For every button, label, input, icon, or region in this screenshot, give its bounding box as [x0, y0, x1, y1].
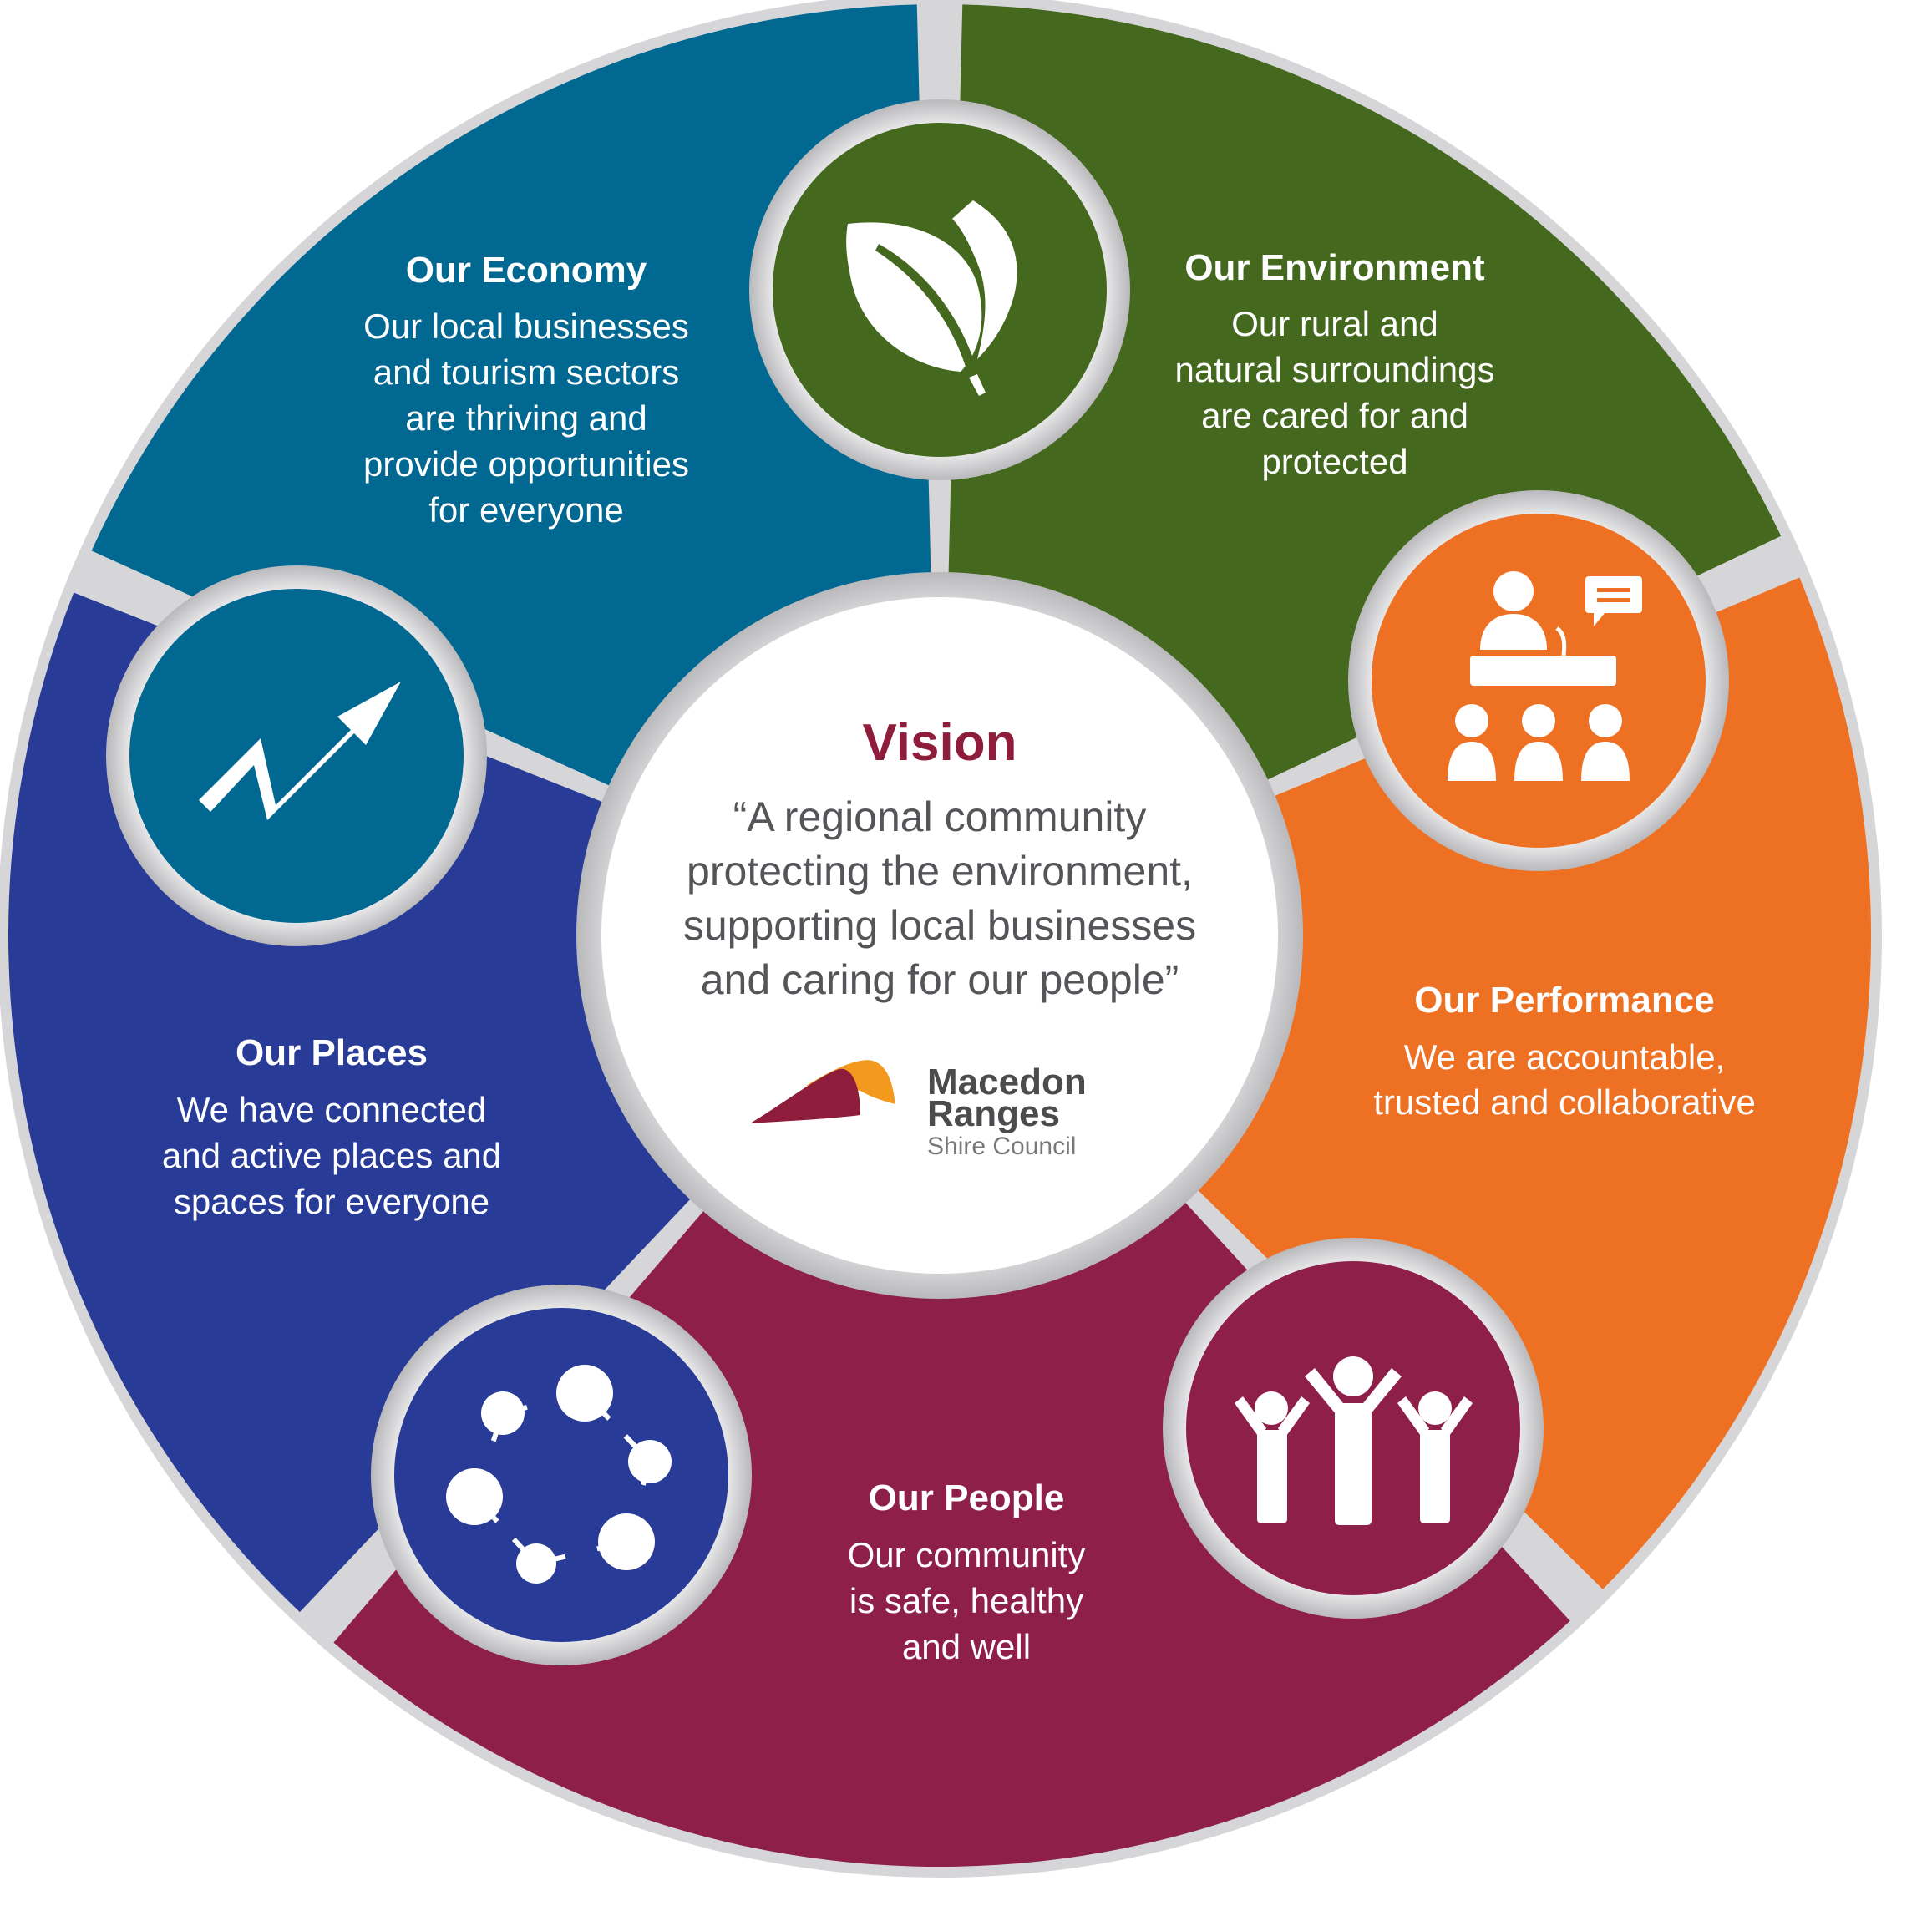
- logo-mountain-dark: [750, 1068, 860, 1123]
- places-title: Our Places: [236, 1032, 428, 1073]
- places-line-2: and active places and: [162, 1136, 501, 1175]
- leaf-badge: [749, 99, 1130, 480]
- network-badge-disc: [394, 1308, 728, 1642]
- growth-badge-disc: [129, 589, 464, 923]
- presenter-audience-icon: [1448, 571, 1642, 781]
- council-logo: Macedon Ranges Shire Council: [750, 1060, 1087, 1160]
- performance-title: Our Performance: [1414, 980, 1714, 1021]
- environment-line-1: Our rural and: [1231, 304, 1438, 343]
- people-line-3: and well: [902, 1627, 1031, 1666]
- presenter-badge: [1348, 490, 1729, 871]
- places-line-1: We have connected: [177, 1090, 486, 1129]
- economy-line-4: provide opportunities: [363, 444, 689, 484]
- vision-line-1: “A regional community: [733, 793, 1147, 840]
- economy-title: Our Economy: [406, 250, 647, 291]
- vision-line-3: supporting local businesses: [683, 902, 1196, 949]
- network-badge: [371, 1285, 752, 1665]
- logo-line-1: Macedon: [927, 1062, 1087, 1102]
- vision-line-2: protecting the environment,: [687, 848, 1193, 895]
- performance-text: Our Performance We are accountable, trus…: [1373, 980, 1756, 1122]
- people-badge: [1163, 1238, 1544, 1619]
- performance-line-2: trusted and collaborative: [1373, 1082, 1756, 1122]
- growth-arrow-icon: [199, 682, 401, 820]
- logo-line-2: Ranges: [927, 1093, 1060, 1134]
- economy-line-2: and tourism sectors: [373, 352, 679, 392]
- economy-text: Our Economy Our local businesses and tou…: [363, 250, 689, 530]
- people-text: Our People Our community is safe, health…: [848, 1477, 1086, 1666]
- economy-line-1: Our local businesses: [363, 307, 689, 346]
- environment-title: Our Environment: [1184, 247, 1485, 288]
- logo-line-3: Shire Council: [927, 1133, 1076, 1160]
- network-nodes-icon: [446, 1365, 672, 1584]
- environment-line-4: protected: [1261, 442, 1407, 481]
- leaf-icon: [846, 200, 1017, 396]
- places-line-3: spaces for everyone: [174, 1182, 489, 1221]
- economy-line-5: for everyone: [428, 490, 623, 530]
- performance-line-1: We are accountable,: [1404, 1037, 1725, 1077]
- people-line-1: Our community: [848, 1535, 1086, 1574]
- growth-badge: [106, 565, 487, 946]
- places-text: Our Places We have connected and active …: [162, 1032, 501, 1221]
- environment-line-2: natural surroundings: [1175, 350, 1495, 389]
- vision-center: Vision “A regional community protecting …: [576, 572, 1303, 1299]
- vision-line-4: and caring for our people”: [701, 956, 1179, 1003]
- cheering-people-icon: [1235, 1356, 1473, 1525]
- people-title: Our People: [869, 1477, 1065, 1518]
- environment-text: Our Environment Our rural and natural su…: [1175, 247, 1495, 481]
- economy-line-3: are thriving and: [405, 398, 647, 438]
- people-line-2: is safe, healthy: [849, 1581, 1083, 1620]
- environment-line-3: are cared for and: [1201, 396, 1468, 435]
- vision-title: Vision: [863, 714, 1017, 772]
